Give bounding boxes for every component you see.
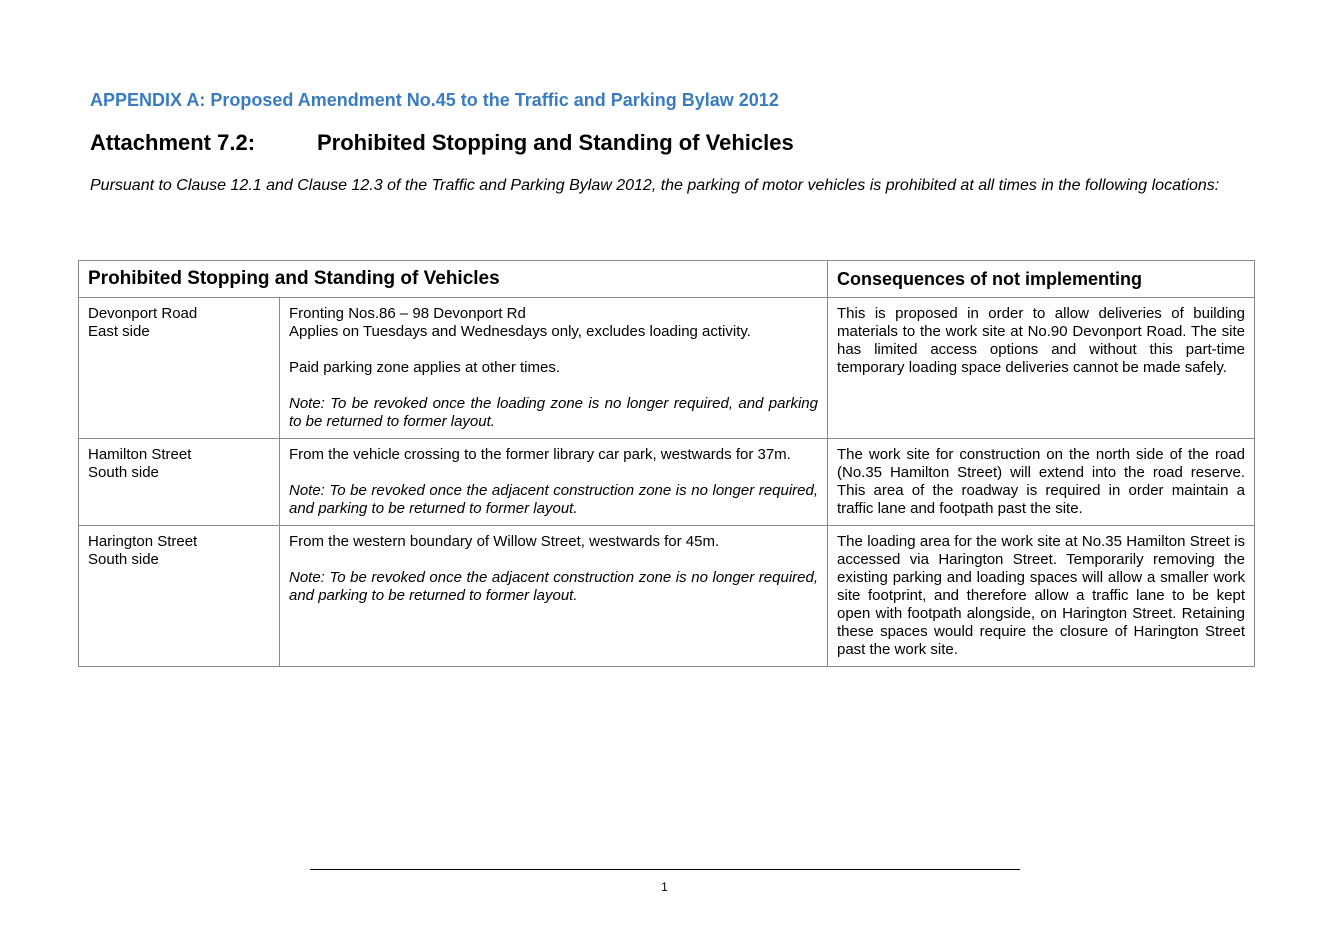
description-extra: Paid parking zone applies at other times… (289, 359, 560, 376)
street-side: East side (88, 323, 150, 340)
description-line: From the vehicle crossing to the former … (289, 446, 791, 463)
location-cell: Harington Street South side (78, 525, 280, 667)
consequence-cell: The work site for construction on the no… (827, 438, 1255, 526)
street-name: Hamilton Street (88, 446, 192, 463)
header-location: Prohibited Stopping and Standing of Vehi… (78, 260, 828, 298)
consequence-cell: This is proposed in order to allow deliv… (827, 297, 1255, 439)
footer-divider (310, 869, 1020, 870)
attachment-number: Attachment 7.2: (90, 130, 256, 155)
table-row: Harington Street South side From the wes… (78, 525, 1255, 667)
street-name: Devonport Road (88, 305, 198, 322)
intro-paragraph: Pursuant to Clause 12.1 and Clause 12.3 … (90, 177, 1220, 194)
header-consequences: Consequences of not implementing (827, 260, 1255, 298)
attachment-title: Prohibited Stopping and Standing of Vehi… (317, 130, 794, 155)
street-side: South side (88, 551, 159, 568)
street-name: Harington Street (88, 533, 198, 550)
location-cell: Devonport Road East side (78, 297, 280, 439)
location-cell: Hamilton Street South side (78, 438, 280, 526)
consequence-cell: The loading area for the work site at No… (827, 525, 1255, 667)
description-cell: From the western boundary of Willow Stre… (279, 525, 828, 667)
revocation-note: Note: To be revoked once the adjacent co… (289, 482, 818, 517)
attachment-heading: Attachment 7.2: Prohibited Stopping and S… (90, 130, 794, 156)
revocation-note: Note: To be revoked once the adjacent co… (289, 569, 818, 604)
appendix-heading: APPENDIX A: Proposed Amendment No.45 to … (90, 90, 779, 110)
description-line: From the western boundary of Willow Stre… (289, 533, 720, 550)
table-row: Hamilton Street South side From the vehi… (78, 438, 1255, 526)
description-line: Fronting Nos.86 – 98 Devonport Rd (289, 305, 526, 322)
page-number: 1 (661, 880, 668, 894)
street-side: South side (88, 464, 159, 481)
description-cell: Fronting Nos.86 – 98 Devonport Rd Applie… (279, 297, 828, 439)
description-line: Applies on Tuesdays and Wednesdays only,… (289, 323, 751, 340)
table-row: Devonport Road East side Fronting Nos.86… (78, 297, 1255, 439)
description-cell: From the vehicle crossing to the former … (279, 438, 828, 526)
revocation-note: Note: To be revoked once the loading zon… (289, 395, 818, 430)
prohibited-stopping-table: Prohibited Stopping and Standing of Vehi… (78, 260, 1255, 667)
table-header-row: Prohibited Stopping and Standing of Vehi… (78, 260, 1255, 298)
